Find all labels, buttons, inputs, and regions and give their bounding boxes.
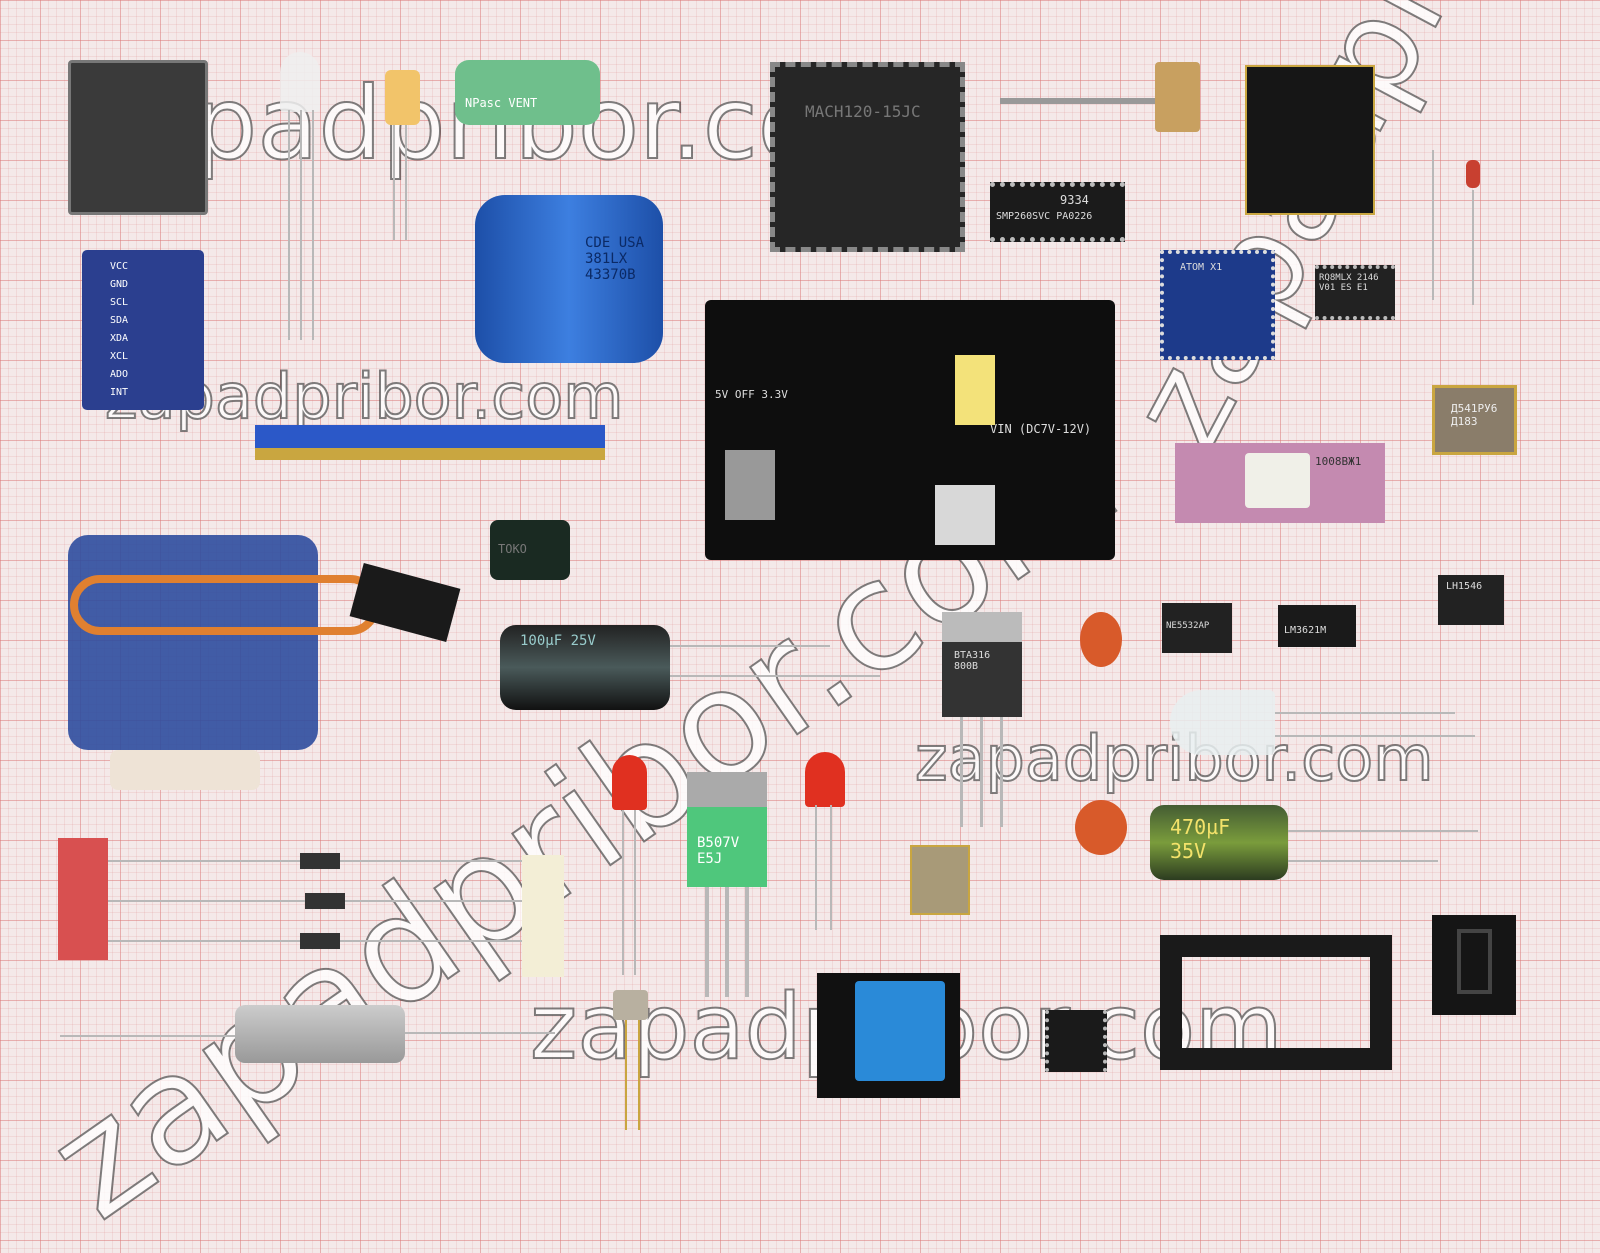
capacitor-green: NPasc VENT [455,60,600,125]
flatpack-ic [910,845,970,915]
display-module [1245,65,1375,215]
capacitor-black: 100µF 25V [500,625,670,710]
ceramic-ic: 1008ВЖ1 [1175,443,1385,523]
ic-socket-dip [1160,935,1392,1070]
diode [300,853,340,869]
servo-motor [68,535,318,750]
capacitor-metal [235,1005,405,1063]
triac: BTA316 800B [942,612,1022,717]
inductor: TOKO [490,520,570,580]
resistor-network [58,838,108,960]
metal-ic: Д541РУ6 Д183 [1432,385,1517,455]
servo-horn [110,750,260,790]
atom-module: ATOM X1 [1160,250,1275,360]
diode [300,933,340,949]
led-large [1170,690,1275,755]
tape-strip [522,855,564,977]
capacitor-green-electrolytic: 470µF 35V [1150,805,1288,880]
ic-soic: LM3621M [1278,605,1356,647]
led-red [805,752,845,807]
sensor-module: VCC GND SCL SDA XDA XCL ADO INT [82,250,204,410]
capacitor-blue: CDE USA 381LX 43370B [475,195,663,363]
ic-dip-small [1045,1010,1107,1072]
led-red [612,755,647,810]
ic-dip: NE5532AP [1162,603,1232,653]
edge-connector [255,425,605,460]
seven-segment-display [1432,915,1516,1015]
capacitor-orange [385,70,420,125]
soic-chip: 9334 SMP260SVC PA0226 [990,182,1125,242]
ic-tssop: RQ8MLX 2146 V01 ES E1 [1315,265,1395,320]
ic-smd: LH1546 [1438,575,1504,625]
potentiometer [1155,62,1200,132]
diode [305,893,345,909]
transistor-can [613,990,648,1020]
breadboard-power-supply: 5V OFF 3.3V VIN (DC7V-12V) [705,300,1115,560]
ceramic-capacitor [1080,612,1122,667]
led-clear [280,52,320,112]
transistor: B507V E5J [687,772,767,887]
ic-socket [68,60,208,215]
diode-glass [1466,160,1480,188]
ceramic-capacitor [1075,800,1127,855]
relay-module [817,973,960,1098]
plcc-chip: MACH120-15JC [770,62,965,252]
servo-cable [70,575,380,635]
